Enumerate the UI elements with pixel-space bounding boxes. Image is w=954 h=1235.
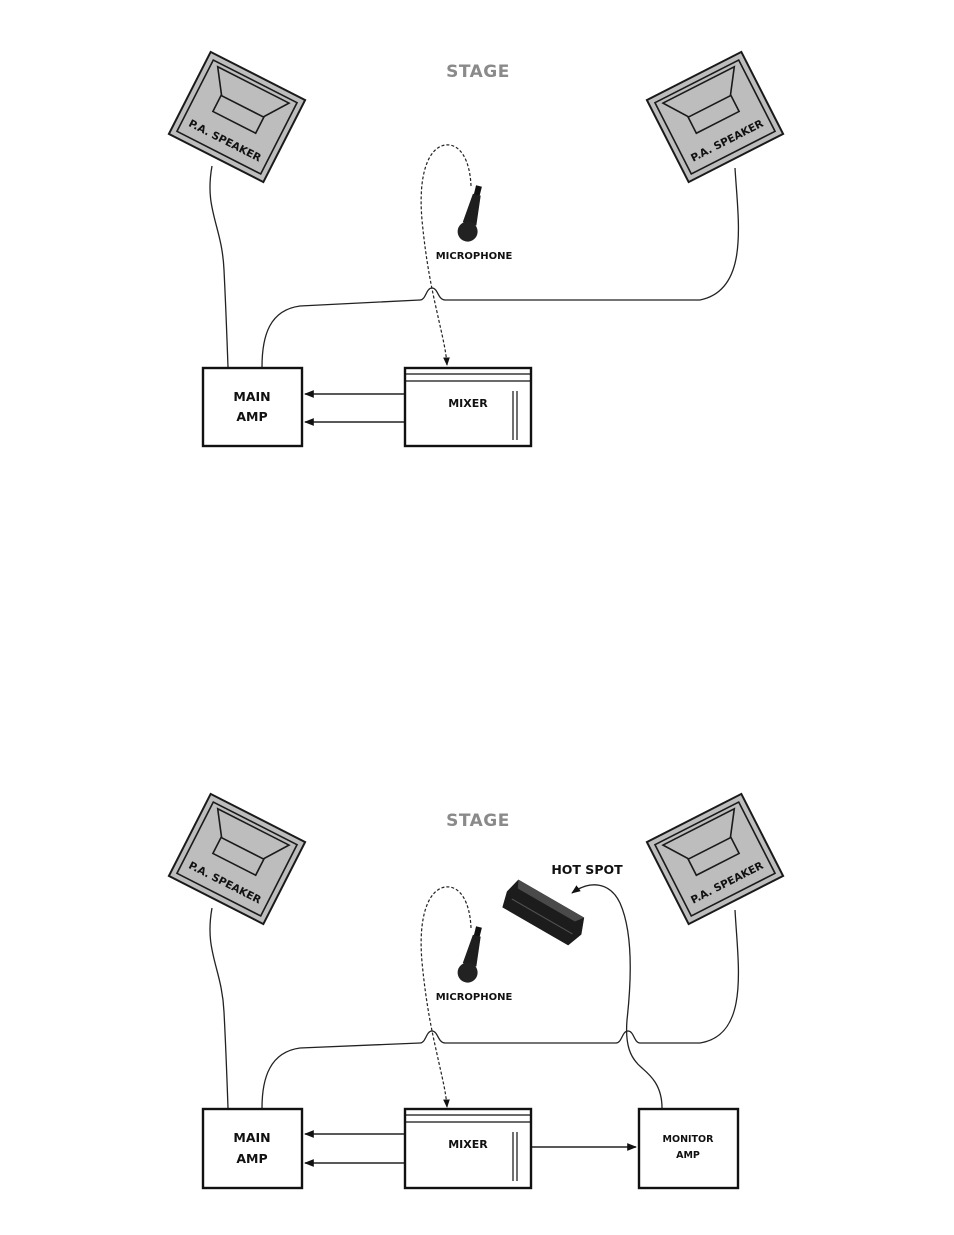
left-speaker-cable — [210, 166, 228, 367]
right-speaker-cable — [262, 168, 738, 367]
right-pa-speaker: P.A. SPEAKER — [647, 794, 783, 924]
microphone — [455, 184, 488, 244]
main-amp-label-line1: MAIN — [233, 389, 270, 404]
microphone-label: MICROPHONE — [436, 251, 513, 262]
right-pa-speaker: P.A. SPEAKER — [647, 52, 783, 182]
main-amp-label-line2: AMP — [236, 1151, 267, 1166]
left-pa-speaker: P.A. SPEAKER — [169, 794, 305, 924]
main-amp-box — [203, 368, 302, 446]
diagram-basic-setup: STAGE P.A. SPEAKER P.A. SPEAKER MICROPHO… — [169, 52, 783, 446]
monitor-amp-label-line2: AMP — [676, 1150, 700, 1161]
main-amp-label-line1: MAIN — [233, 1130, 270, 1145]
left-speaker-cable — [210, 908, 228, 1108]
diagram-monitor-setup: STAGE P.A. SPEAKER P.A. SPEAKER MICROPHO… — [169, 794, 783, 1188]
main-amp-label-line2: AMP — [236, 409, 267, 424]
hot-spot-monitor — [499, 878, 589, 949]
hot-spot-label: HOT SPOT — [551, 862, 623, 877]
microphone-label: MICROPHONE — [436, 992, 513, 1003]
mixer-label: MIXER — [448, 1138, 488, 1151]
main-amp-box — [203, 1109, 302, 1188]
monitor-amp-box — [639, 1109, 738, 1188]
microphone — [455, 925, 488, 985]
monitor-amp-label-line1: MONITOR — [663, 1134, 715, 1145]
monitor-cable — [572, 885, 662, 1108]
stage-label: STAGE — [446, 811, 510, 831]
stage-label: STAGE — [446, 62, 510, 82]
right-speaker-cable — [262, 910, 738, 1108]
left-pa-speaker: P.A. SPEAKER — [169, 52, 305, 182]
mixer-label: MIXER — [448, 397, 488, 410]
